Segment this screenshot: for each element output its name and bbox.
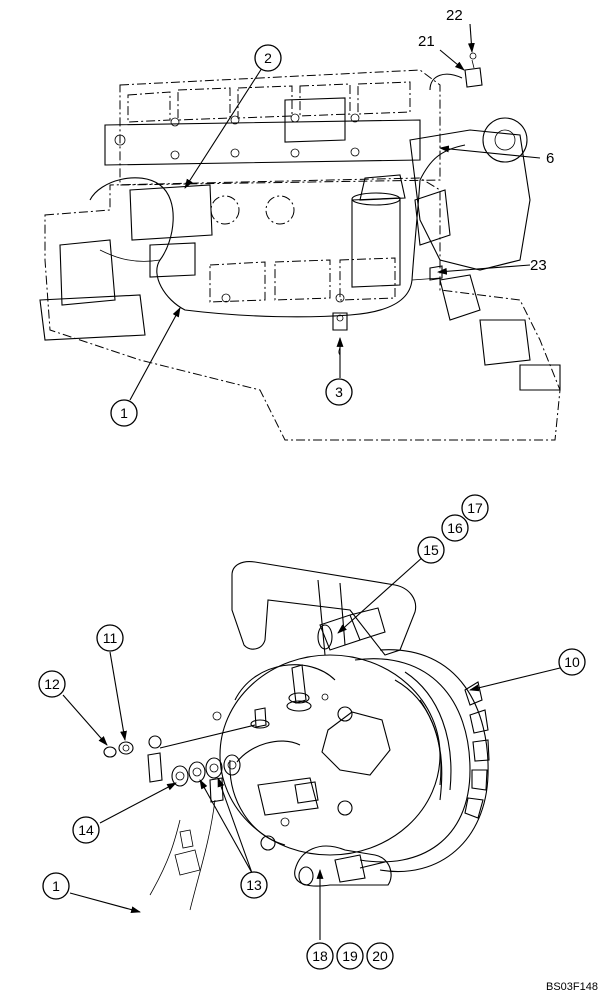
svg-text:13: 13 [246, 877, 262, 893]
svg-text:11: 11 [103, 630, 118, 646]
svg-text:14: 14 [78, 822, 94, 838]
label-23: 23 [530, 257, 547, 274]
svg-text:19: 19 [342, 948, 358, 964]
callout-1-bottom: 1 [42, 872, 70, 900]
label-6: 6 [546, 150, 554, 167]
callout-14: 14 [72, 816, 100, 844]
callout-20: 20 [366, 942, 394, 970]
svg-text:10: 10 [564, 654, 580, 670]
figure-code: BS03F148 [546, 981, 598, 993]
svg-text:18: 18 [312, 948, 328, 964]
svg-text:20: 20 [372, 948, 388, 964]
svg-text:3: 3 [335, 384, 343, 400]
svg-text:12: 12 [44, 676, 60, 692]
svg-text:17: 17 [467, 500, 483, 516]
svg-text:16: 16 [447, 520, 463, 536]
callout-3-top: 3 [325, 378, 353, 406]
bottom-leader-lines [62, 555, 561, 940]
top-leader-lines [129, 23, 541, 401]
callout-15: 15 [417, 536, 445, 564]
callout-10: 10 [558, 648, 586, 676]
callout-16: 16 [441, 514, 469, 542]
svg-text:2: 2 [264, 50, 272, 66]
callout-2-top: 2 [254, 44, 282, 72]
label-22: 22 [446, 7, 463, 24]
svg-text:1: 1 [120, 405, 128, 421]
callout-19: 19 [336, 942, 364, 970]
callout-12: 12 [38, 670, 66, 698]
svg-text:1: 1 [52, 878, 60, 894]
callout-11: 11 [96, 624, 124, 652]
engine-illustration [39, 52, 561, 441]
callout-1-top: 1 [110, 399, 138, 427]
label-21: 21 [418, 33, 435, 50]
callout-18: 18 [306, 942, 334, 970]
alternator-illustration [103, 561, 490, 911]
callout-17: 17 [461, 494, 489, 522]
callout-13: 13 [240, 871, 268, 899]
svg-text:15: 15 [423, 542, 439, 558]
